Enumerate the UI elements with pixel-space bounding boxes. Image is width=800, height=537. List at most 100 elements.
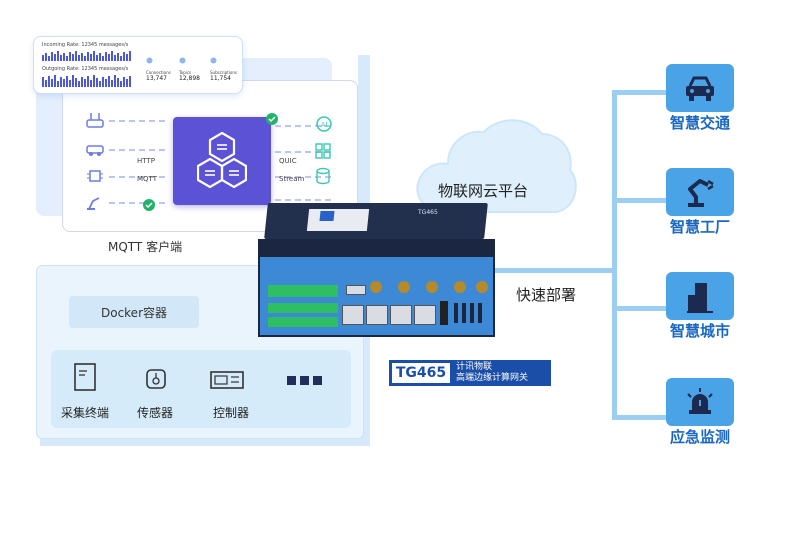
gateway-brand-logo bbox=[319, 211, 335, 221]
cloud-shape bbox=[416, 119, 577, 213]
stat-subscriptions-label: Subscriptions bbox=[210, 70, 237, 75]
gateway-front-title: TG465 bbox=[418, 209, 438, 216]
app-label-traffic: 智慧交通 bbox=[669, 114, 730, 132]
edge-devices-box bbox=[51, 350, 351, 428]
gateway-top-sticker bbox=[306, 209, 370, 231]
antenna-2 bbox=[398, 281, 410, 293]
ai-icon: AI bbox=[316, 116, 332, 132]
antenna-4 bbox=[454, 281, 466, 293]
stat-connections: Connections 13,747 bbox=[146, 49, 176, 82]
usb-port bbox=[346, 285, 366, 295]
right-protocol-stream: Stream bbox=[279, 175, 305, 183]
arrow-left-3 bbox=[109, 176, 165, 178]
app-label-emergency: 应急监测 bbox=[669, 428, 730, 446]
stat-subscriptions-value: 11,754 bbox=[210, 75, 231, 82]
car-icon bbox=[686, 76, 714, 101]
terminal-block-mid bbox=[268, 303, 338, 313]
left-protocol-mqtt: MQTT bbox=[137, 175, 157, 183]
antenna-3 bbox=[426, 281, 438, 293]
stat-topics: Topics 12,898 bbox=[179, 49, 209, 82]
ethernet-port-3 bbox=[390, 305, 412, 325]
docker-container-box: Docker容器 bbox=[69, 296, 199, 328]
incoming-rate-sparkbars bbox=[42, 51, 131, 61]
topics-icon bbox=[179, 57, 186, 64]
antenna-5 bbox=[476, 281, 488, 293]
apps-icon bbox=[315, 143, 331, 159]
connector-app-trunk bbox=[612, 90, 617, 420]
gateway-front-panel bbox=[258, 239, 495, 255]
check-badge-bottom-icon bbox=[143, 199, 155, 211]
connector-edge-panel-bottom bbox=[40, 436, 370, 446]
model-badge: TG465 计讯物联 高端边缘计算网关 bbox=[389, 360, 551, 386]
edge-item-terminal-label: 采集终端 bbox=[61, 406, 110, 420]
sensor-icon bbox=[146, 369, 166, 389]
mqtt-panel: HTTP MQTT QUIC Stream AI bbox=[62, 80, 358, 232]
outgoing-rate-label: Outgoing Rate: 12345 messages/s bbox=[42, 66, 129, 72]
app-card-factory bbox=[666, 168, 734, 216]
deploy-label: 快速部署 bbox=[516, 286, 577, 304]
left-protocol-http: HTTP bbox=[137, 157, 155, 165]
chip-icon bbox=[87, 170, 103, 182]
connector-branch-3 bbox=[612, 306, 667, 311]
terminal-block-bottom bbox=[268, 317, 338, 327]
hexagon-cluster-icon bbox=[197, 131, 247, 189]
svg-text:AI: AI bbox=[321, 121, 328, 129]
app-card-traffic bbox=[666, 64, 734, 112]
arrow-right-3 bbox=[275, 176, 331, 178]
vehicle-icon bbox=[86, 145, 104, 156]
antenna-1 bbox=[370, 281, 382, 293]
model-desc-line1: 计讯物联 bbox=[456, 362, 493, 372]
arrow-left-4 bbox=[109, 202, 165, 204]
connections-icon bbox=[146, 57, 153, 64]
app-label-city: 智慧城市 bbox=[669, 322, 730, 340]
robot-arm-small-icon bbox=[87, 197, 100, 210]
dashboard-card: Incoming Rate: 12345 messages/s Outgoing… bbox=[33, 36, 243, 94]
router-icon bbox=[86, 113, 104, 128]
more-items-icon bbox=[287, 376, 322, 385]
stat-connections-label: Connections bbox=[146, 70, 171, 75]
mqtt-broker-box bbox=[173, 117, 271, 205]
model-description: 计讯物联 高端边缘计算网关 bbox=[456, 362, 528, 384]
cloud-label: 物联网云平台 bbox=[438, 182, 529, 200]
connector-branch-2 bbox=[612, 198, 667, 203]
edge-item-controller-label: 控制器 bbox=[213, 406, 250, 420]
arrow-left-1 bbox=[109, 120, 165, 122]
app-card-emergency bbox=[666, 378, 734, 426]
terminal-icon bbox=[74, 363, 96, 391]
database-icon bbox=[316, 167, 330, 185]
connector-deploy-line bbox=[495, 268, 617, 273]
robot-arm-icon bbox=[688, 179, 714, 207]
stat-connections-value: 13,747 bbox=[146, 75, 167, 82]
connector-branch-1 bbox=[612, 90, 667, 95]
terminal-block-top bbox=[268, 285, 338, 297]
subscriptions-icon bbox=[210, 57, 217, 64]
arrow-right-4 bbox=[275, 199, 331, 201]
gateway-top-cover bbox=[264, 203, 488, 239]
stat-topics-label: Topics bbox=[179, 70, 192, 75]
outgoing-rate-sparkbars bbox=[42, 75, 131, 87]
arrow-left-2 bbox=[109, 149, 165, 151]
edge-item-sensor-label: 传感器 bbox=[137, 406, 174, 420]
check-badge-icon bbox=[266, 113, 278, 125]
stat-subscriptions: Subscriptions 11,754 bbox=[210, 49, 240, 82]
sim-slot bbox=[440, 301, 448, 325]
gateway-device: TG465 bbox=[258, 203, 495, 337]
building-icon bbox=[687, 283, 713, 313]
status-leds bbox=[454, 303, 482, 323]
model-name-box: TG465 bbox=[392, 363, 450, 383]
arrow-right-1 bbox=[275, 125, 331, 127]
docker-container-label: Docker容器 bbox=[100, 305, 168, 320]
ethernet-port-2 bbox=[366, 305, 388, 325]
incoming-rate-label: Incoming Rate: 12345 messages/s bbox=[42, 42, 129, 48]
mqtt-client-caption: MQTT 客户端 bbox=[108, 240, 183, 254]
arrow-right-2 bbox=[275, 151, 331, 153]
connector-branch-4 bbox=[612, 415, 667, 420]
right-protocol-quic: QUIC bbox=[279, 157, 297, 165]
model-name: TG465 bbox=[395, 365, 447, 381]
ethernet-port-1 bbox=[342, 305, 364, 325]
connector-mqtt-panel-to-device bbox=[358, 55, 370, 235]
app-label-factory: 智慧工厂 bbox=[669, 218, 730, 236]
alarm-light-icon bbox=[687, 388, 713, 414]
controller-icon bbox=[210, 371, 244, 389]
model-desc-line2: 高端边缘计算网关 bbox=[456, 373, 529, 383]
